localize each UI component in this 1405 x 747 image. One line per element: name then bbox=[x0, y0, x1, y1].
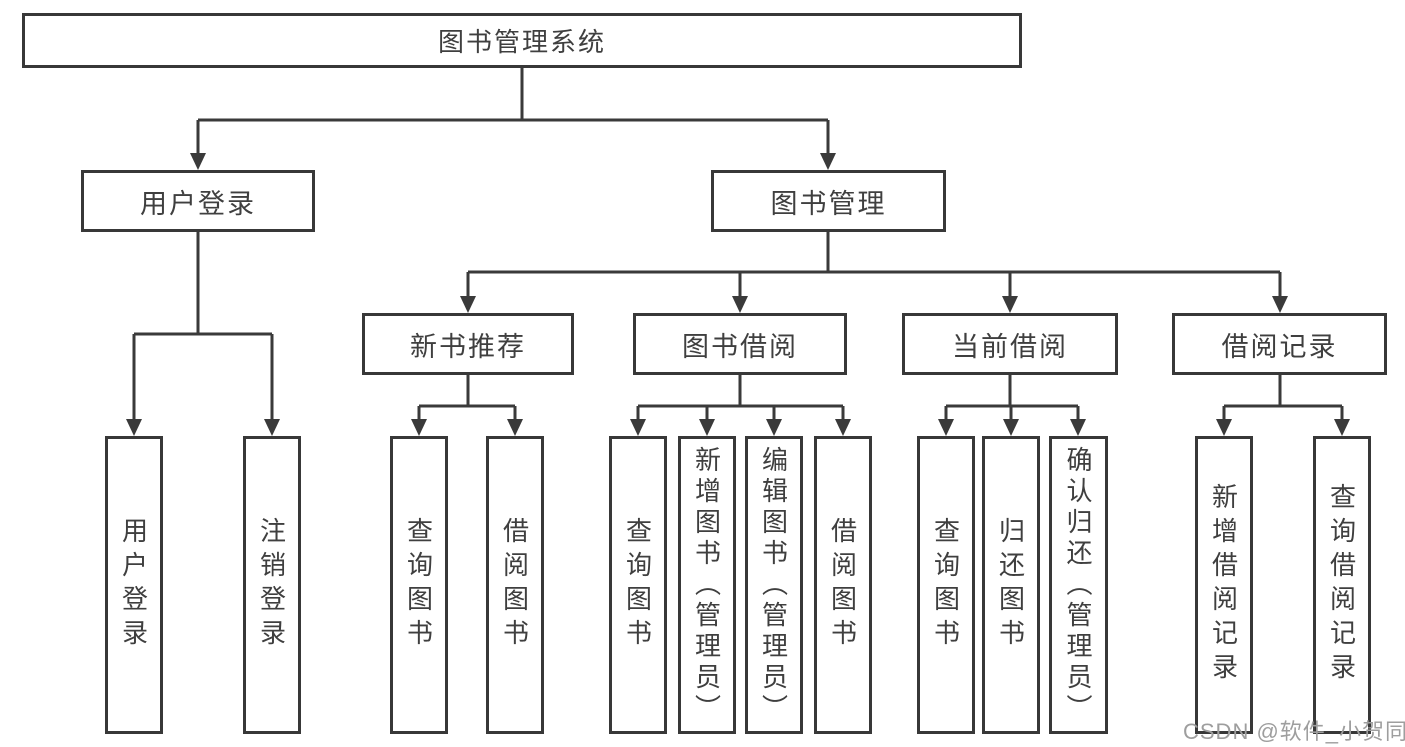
leaf-edit-books-admin: 编辑图书（管理员） bbox=[745, 436, 803, 734]
leaf-confirm-return-admin: 确认归还（管理员） bbox=[1049, 436, 1108, 734]
node-borrowing-records: 借阅记录 bbox=[1172, 313, 1387, 375]
node-library-management-system: 图书管理系统 bbox=[22, 13, 1022, 68]
node-current-borrowing: 当前借阅 bbox=[902, 313, 1118, 375]
leaf-logout: 注销登录 bbox=[243, 436, 301, 734]
arrowhead-icon bbox=[820, 153, 836, 170]
leaf-query-borrow-record: 查询借阅记录 bbox=[1313, 436, 1371, 734]
book-management-branch-connector bbox=[460, 230, 1288, 313]
arrowhead-icon bbox=[190, 153, 206, 170]
arrowhead-icon bbox=[507, 419, 523, 436]
node-user-login: 用户登录 bbox=[81, 170, 315, 232]
csdn-watermark: CSDN @软件_小贺同学 bbox=[1183, 719, 1405, 744]
leaf-query-books-current: 查询图书 bbox=[917, 436, 975, 734]
user-login-branch-connector bbox=[126, 230, 280, 436]
arrowhead-icon bbox=[1070, 419, 1086, 436]
arrowhead-icon bbox=[699, 419, 715, 436]
arrowhead-icon bbox=[1002, 296, 1018, 313]
current-borrow-branch-connector bbox=[938, 375, 1086, 436]
arrowhead-icon bbox=[630, 419, 646, 436]
leaf-borrow-books-recommend: 借阅图书 bbox=[486, 436, 544, 734]
arrowhead-icon bbox=[732, 296, 748, 313]
arrowhead-icon bbox=[1272, 296, 1288, 313]
leaf-add-borrow-record: 新增借阅记录 bbox=[1195, 436, 1253, 734]
leaf-query-books-recommend: 查询图书 bbox=[390, 436, 448, 734]
arrowhead-icon bbox=[1216, 419, 1232, 436]
leaf-query-books-borrow: 查询图书 bbox=[609, 436, 667, 734]
arrowhead-icon bbox=[1003, 419, 1019, 436]
book-borrow-branch-connector bbox=[630, 375, 851, 436]
borrow-records-branch-connector bbox=[1216, 375, 1350, 436]
arrowhead-icon bbox=[264, 419, 280, 436]
new-book-branch-connector bbox=[411, 375, 523, 436]
root-to-level2-connector bbox=[190, 66, 836, 170]
arrowhead-icon bbox=[460, 296, 476, 313]
leaf-borrow-books: 借阅图书 bbox=[814, 436, 872, 734]
node-book-borrowing: 图书借阅 bbox=[633, 313, 847, 375]
arrowhead-icon bbox=[835, 419, 851, 436]
arrowhead-icon bbox=[411, 419, 427, 436]
leaf-user-login: 用户登录 bbox=[105, 436, 163, 734]
leaf-return-books: 归还图书 bbox=[982, 436, 1040, 734]
arrowhead-icon bbox=[938, 419, 954, 436]
arrowhead-icon bbox=[1334, 419, 1350, 436]
arrowhead-icon bbox=[766, 419, 782, 436]
leaf-add-books-admin: 新增图书（管理员） bbox=[678, 436, 736, 734]
arrowhead-icon bbox=[126, 419, 142, 436]
node-book-management: 图书管理 bbox=[711, 170, 946, 232]
node-new-book-recommendation: 新书推荐 bbox=[362, 313, 574, 375]
